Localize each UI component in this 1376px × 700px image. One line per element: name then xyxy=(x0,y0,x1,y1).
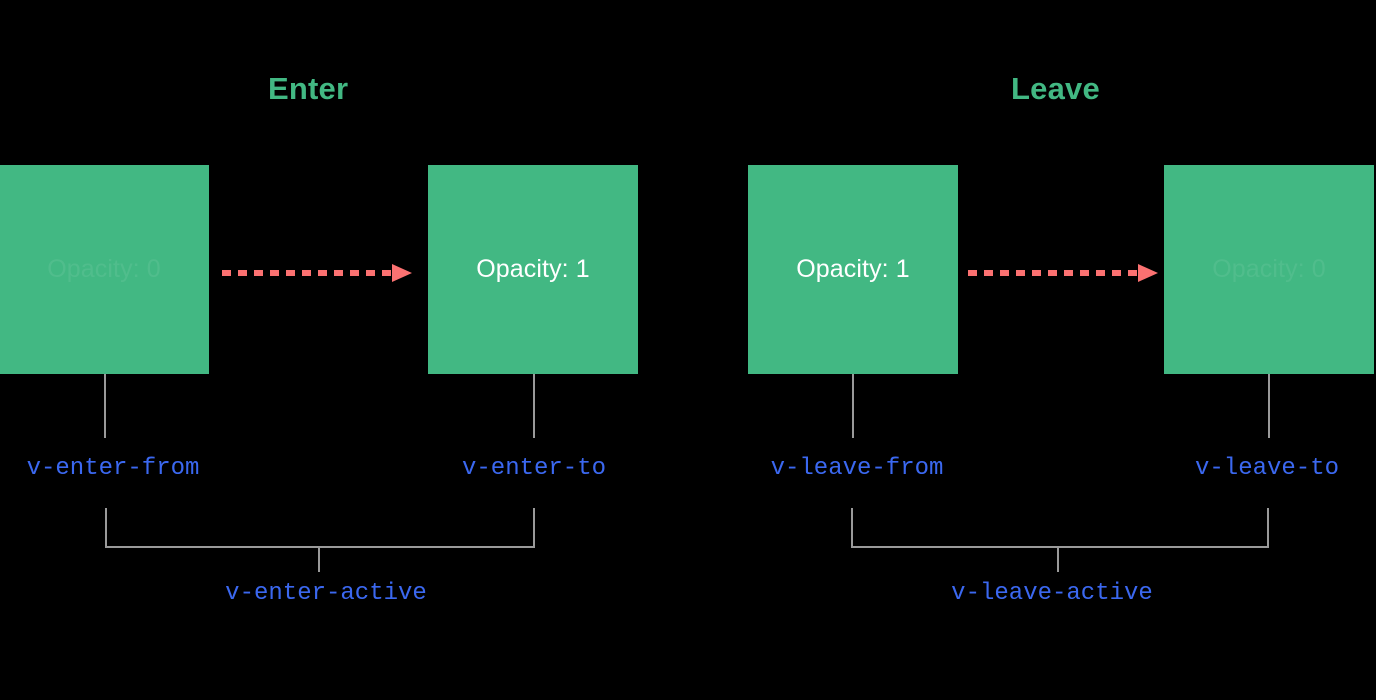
box-enter-to-label: Opacity: 1 xyxy=(476,255,590,283)
arrow-head xyxy=(392,264,412,282)
box-enter-from: Opacity: 0 xyxy=(0,165,209,374)
connector-stem-leave-from xyxy=(852,374,854,438)
box-leave-from: Opacity: 1 xyxy=(748,165,958,374)
arrow-line xyxy=(222,270,392,276)
class-label-v-leave-active: v-leave-active xyxy=(951,580,1153,607)
connector-stem-enter-to xyxy=(533,374,535,438)
class-label-v-enter-to: v-enter-to xyxy=(461,455,607,482)
class-label-v-enter-active: v-enter-active xyxy=(225,580,427,607)
dashed-arrow-right-icon-leave xyxy=(968,264,1158,282)
arrow-line xyxy=(968,270,1138,276)
class-label-v-enter-from: v-enter-from xyxy=(26,455,200,482)
bracket-stem-enter-active xyxy=(318,546,320,572)
box-enter-to: Opacity: 1 xyxy=(428,165,638,374)
section-heading-enter: Enter xyxy=(268,71,349,106)
arrow-head xyxy=(1138,264,1158,282)
section-heading-leave: Leave xyxy=(1011,71,1100,106)
box-leave-to: Opacity: 0 xyxy=(1164,165,1374,374)
class-label-v-leave-to: v-leave-to xyxy=(1194,455,1340,482)
connector-stem-enter-from xyxy=(104,374,106,438)
box-enter-from-label: Opacity: 0 xyxy=(47,255,161,283)
box-leave-from-label: Opacity: 1 xyxy=(796,255,910,283)
class-label-v-leave-from: v-leave-from xyxy=(770,455,944,482)
box-leave-to-label: Opacity: 0 xyxy=(1212,255,1326,283)
dashed-arrow-right-icon-enter xyxy=(222,264,412,282)
bracket-enter-active xyxy=(105,508,535,548)
bracket-leave-active xyxy=(851,508,1269,548)
bracket-stem-leave-active xyxy=(1057,546,1059,572)
connector-stem-leave-to xyxy=(1268,374,1270,438)
